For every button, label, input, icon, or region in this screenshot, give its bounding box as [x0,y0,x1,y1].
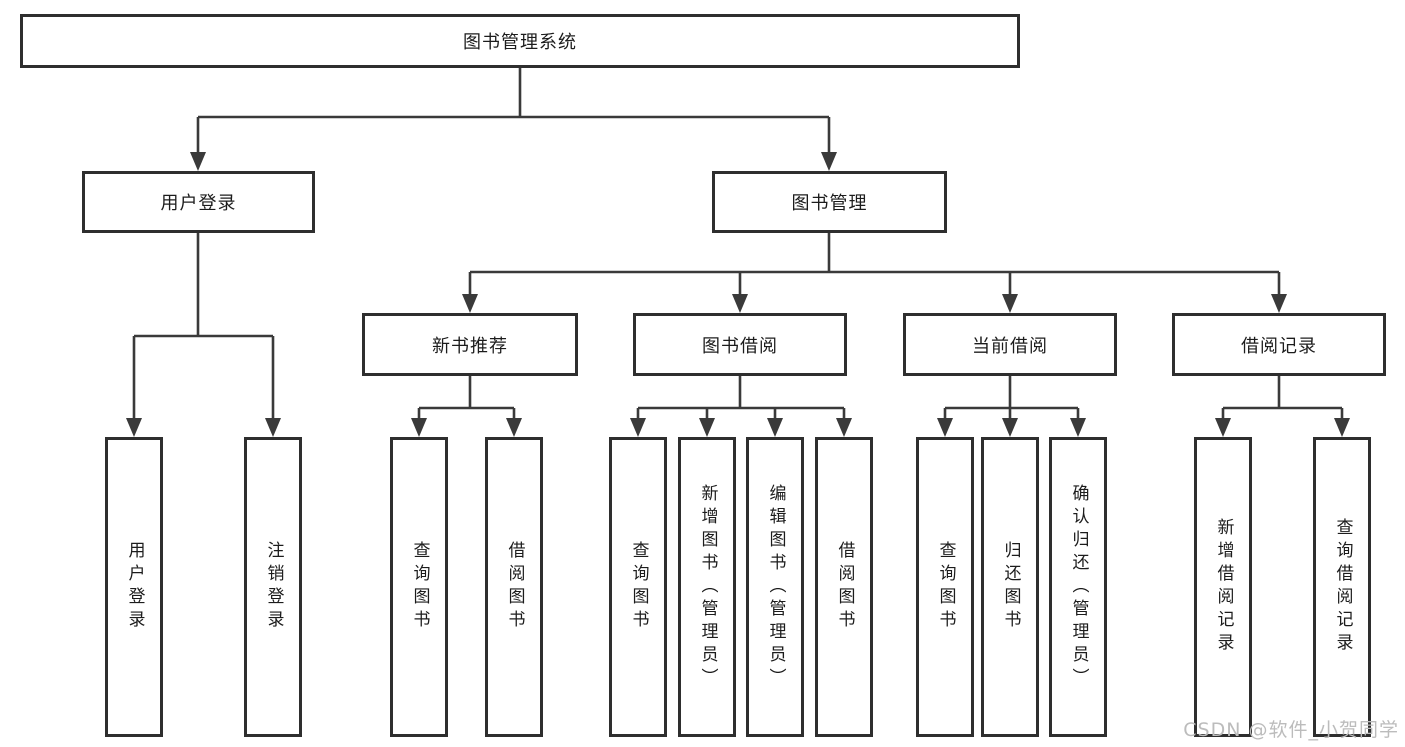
arrowhead [836,418,852,437]
node-user-login: 用户登录 [82,171,315,233]
leaf-confirm-return-admin: 确认归还（管理员） [1049,437,1107,737]
node-system-root-label: 图书管理系统 [463,32,577,53]
arrowhead [630,418,646,437]
leaf-logout-label: 注销登录 [263,541,284,633]
leaf-query-books-recommend: 查询图书 [390,437,448,737]
arrowhead [767,418,783,437]
arrowhead [732,294,748,313]
arrowhead [190,152,206,171]
connector-mgmt-to-groups [468,233,1281,295]
leaf-query-books-recommend-label: 查询图书 [409,541,430,633]
node-current-borrowing-label: 当前借阅 [972,335,1048,357]
leaf-borrow-books-recommend-label: 借阅图书 [504,541,525,633]
leaf-add-books-admin: 新增图书（管理员） [678,437,736,737]
leaf-return-books: 归还图书 [981,437,1039,737]
leaf-logout: 注销登录 [244,437,302,737]
arrowhead [126,418,142,437]
arrowhead [1334,418,1350,437]
leaf-query-books-current-label: 查询图书 [935,541,956,633]
leaf-add-books-admin-label: 新增图书（管理员） [697,483,718,691]
leaf-borrow-books-recommend: 借阅图书 [485,437,543,737]
leaf-user-login: 用户登录 [105,437,163,737]
connector-root-to-level2 [196,68,831,153]
leaf-return-books-label: 归还图书 [1000,541,1021,633]
arrowhead [265,418,281,437]
connector-group1-to-leaves [636,376,846,419]
leaf-query-books-borrowing: 查询图书 [609,437,667,737]
leaf-add-borrow-record: 新增借阅记录 [1194,437,1252,737]
arrowhead [937,418,953,437]
node-borrow-records-label: 借阅记录 [1241,335,1317,357]
leaf-add-borrow-record-label: 新增借阅记录 [1213,518,1234,656]
arrowhead [462,294,478,313]
arrowhead [506,418,522,437]
arrowhead [699,418,715,437]
leaf-user-login-label: 用户登录 [124,541,145,633]
leaf-query-borrow-record-label: 查询借阅记录 [1332,518,1353,656]
arrowhead [1271,294,1287,313]
leaf-confirm-return-admin-label: 确认归还（管理员） [1068,483,1089,691]
arrowhead [1070,418,1086,437]
leaf-query-books-current: 查询图书 [916,437,974,737]
arrowhead [1215,418,1231,437]
arrowhead [1002,294,1018,313]
node-new-book-recommend: 新书推荐 [362,313,578,376]
leaf-query-books-borrowing-label: 查询图书 [628,541,649,633]
leaf-edit-books-admin: 编辑图书（管理员） [746,437,804,737]
csdn-watermark: CSDN @软件_小贺同学 [1183,719,1399,741]
node-book-management-label: 图书管理 [791,193,868,214]
node-user-login-label: 用户登录 [160,193,237,214]
node-book-borrowing-label: 图书借阅 [702,335,778,357]
node-current-borrowing: 当前借阅 [903,313,1117,376]
connector-group2-to-leaves [943,376,1080,419]
arrowhead [821,152,837,171]
connector-group0-to-leaves [417,376,516,419]
arrowhead [1002,418,1018,437]
connector-login-to-leaves [132,233,275,419]
node-system-root: 图书管理系统 [20,14,1020,68]
leaf-edit-books-admin-label: 编辑图书（管理员） [765,483,786,691]
node-borrow-records: 借阅记录 [1172,313,1386,376]
leaf-borrow-books: 借阅图书 [815,437,873,737]
connector-group3-to-leaves [1221,376,1344,419]
arrowhead [411,418,427,437]
leaf-borrow-books-label: 借阅图书 [834,541,855,633]
node-new-book-recommend-label: 新书推荐 [432,335,508,357]
node-book-management: 图书管理 [712,171,947,233]
leaf-query-borrow-record: 查询借阅记录 [1313,437,1371,737]
node-book-borrowing: 图书借阅 [633,313,847,376]
